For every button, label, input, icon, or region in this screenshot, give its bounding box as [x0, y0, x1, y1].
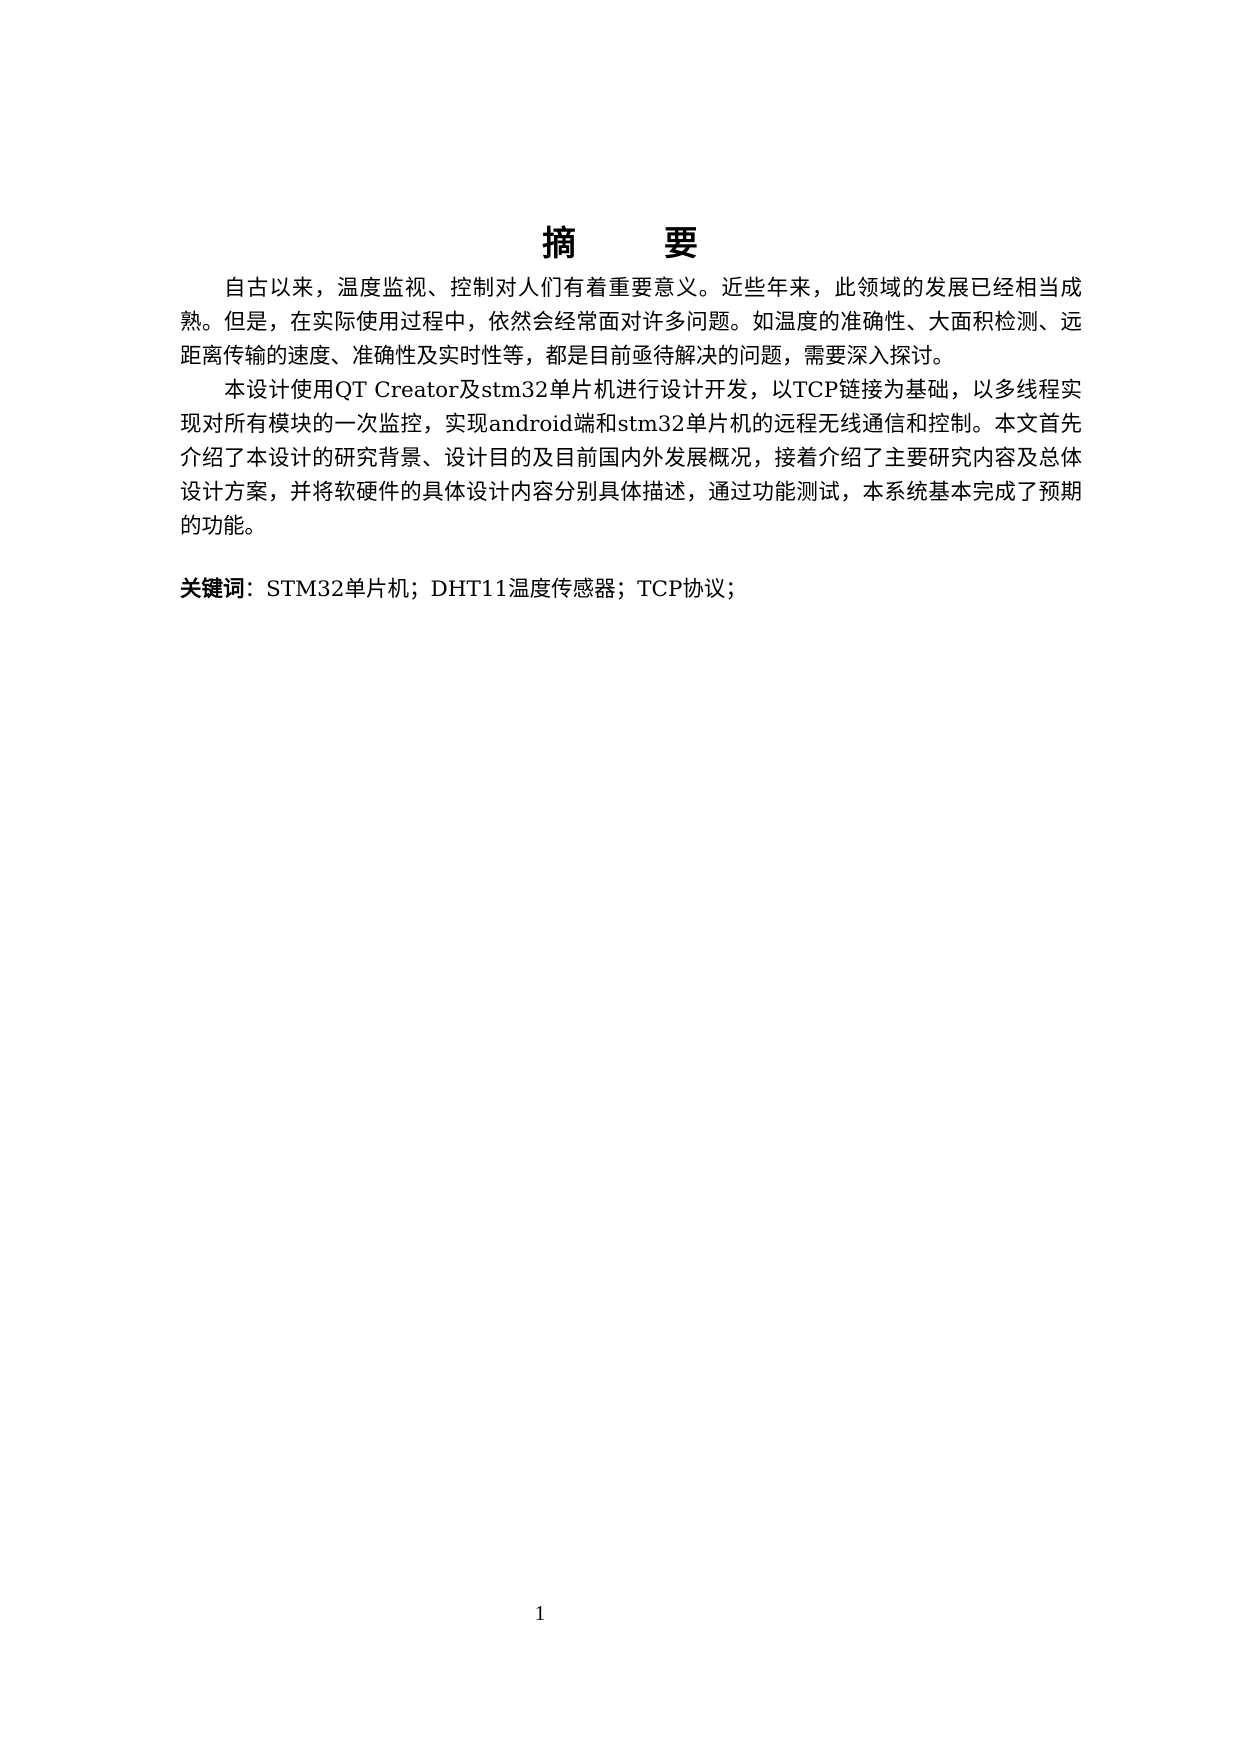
abstract-paragraph-1: 自古以来，温度监视、控制对人们有着重要意义。近些年来，此领域的发展已经相当成熟。… — [180, 276, 1082, 369]
keywords-separator: ： — [244, 577, 267, 602]
keywords-line: 关键词：STM32单片机；DHT11温度传感器；TCP协议； — [180, 573, 1082, 607]
abstract-body: 自古以来，温度监视、控制对人们有着重要意义。近些年来，此领域的发展已经相当成熟。… — [180, 272, 1082, 544]
page-number: 1 — [534, 1601, 546, 1625]
abstract-title: 摘 要 — [542, 224, 736, 264]
keywords-text: STM32单片机；DHT11温度传感器；TCP协议； — [266, 577, 747, 602]
keywords-label: 关键词 — [180, 577, 245, 602]
abstract-paragraph-2: 本设计使用QT Creator及stm32单片机进行设计开发，以TCP链接为基础… — [180, 378, 1082, 539]
